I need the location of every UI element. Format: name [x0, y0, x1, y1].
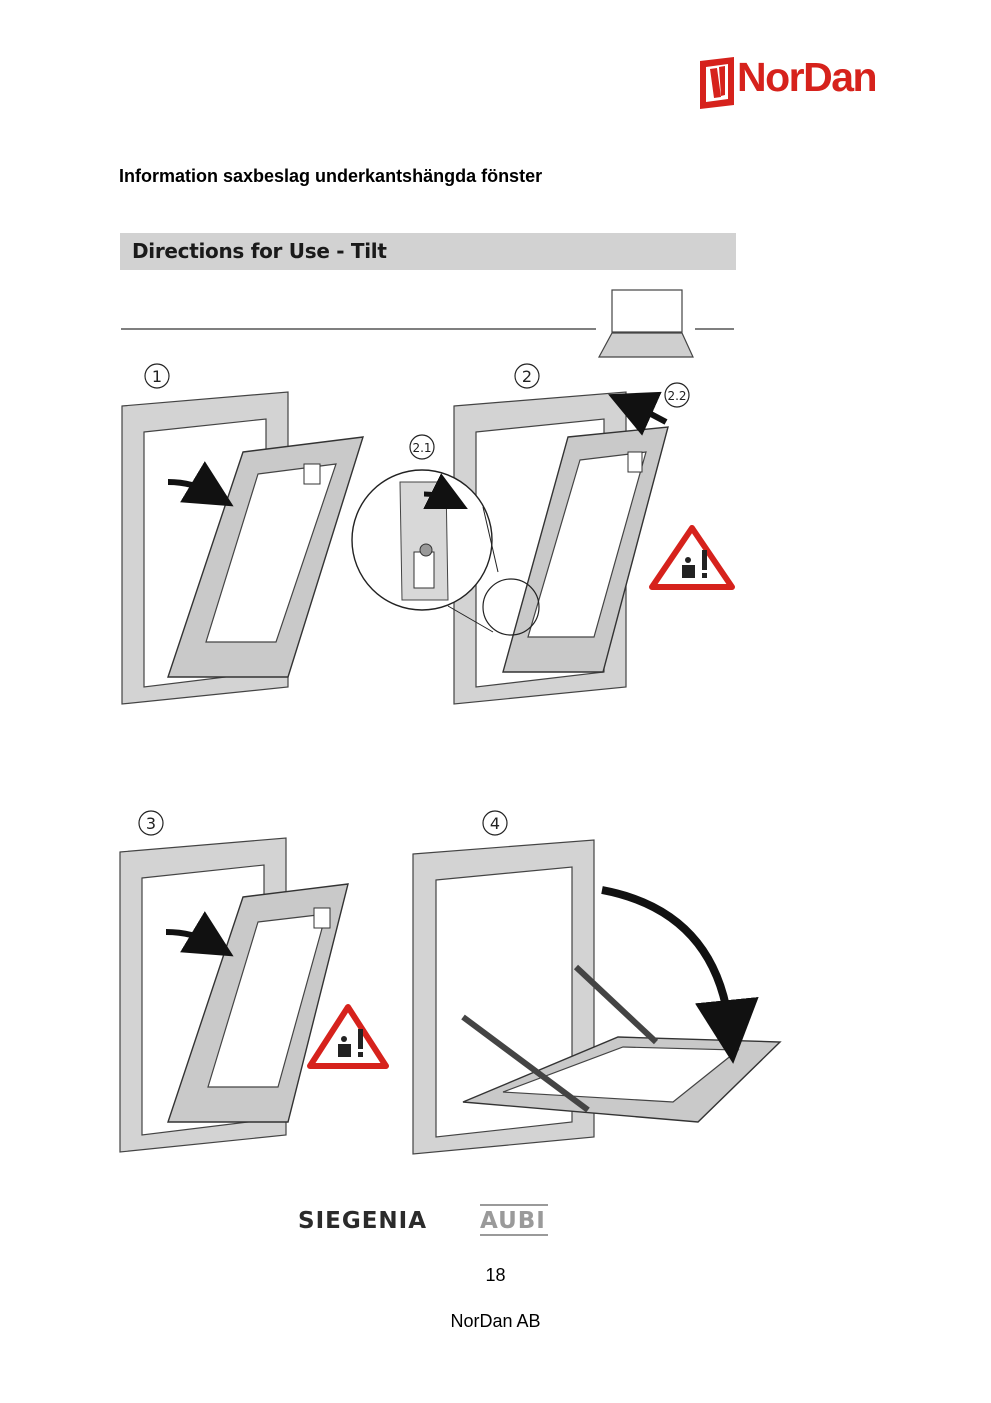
brand-aubi: AUBI	[480, 1208, 546, 1234]
brand-siegenia: SIEGENIA	[298, 1208, 427, 1234]
step-3-illustration: 3	[119, 810, 389, 1153]
step-2-1-label: 2.1	[412, 441, 431, 455]
tilt-instruction-figure: Directions for Use - Tilt 1	[118, 232, 788, 1242]
page-number: 18	[485, 1265, 506, 1285]
instruction-banner: Directions for Use - Tilt	[120, 233, 736, 270]
warning-weight-icon-1	[649, 525, 735, 590]
step-1-number: 1	[152, 367, 162, 386]
step-2-2-label: 2.2	[667, 389, 686, 403]
warning-weight-icon-2	[307, 1004, 389, 1069]
tilt-window-symbol-icon	[121, 289, 734, 358]
step-2-number: 2	[522, 367, 532, 386]
nordan-logo-mark-icon	[700, 57, 734, 109]
step-3-number: 3	[146, 814, 156, 833]
step-4-number: 4	[490, 814, 500, 833]
nordan-logo: NorDan	[697, 54, 878, 109]
logo-wordmark: NorDan	[737, 54, 878, 100]
instruction-illustration: 1 2 2.2 2.1	[119, 289, 782, 1236]
siegenia-aubi-logo: SIEGENIA AUBI	[298, 1204, 548, 1236]
step-4-illustration: 4	[412, 810, 782, 1155]
step-2-illustration: 2 2.2 2.1	[351, 363, 735, 705]
footer-company: NorDan AB	[450, 1311, 541, 1331]
page-heading: Information saxbeslag underkantshängda f…	[119, 166, 543, 186]
banner-title: Directions for Use - Tilt	[132, 239, 387, 263]
step-1-illustration: 1	[121, 363, 364, 705]
